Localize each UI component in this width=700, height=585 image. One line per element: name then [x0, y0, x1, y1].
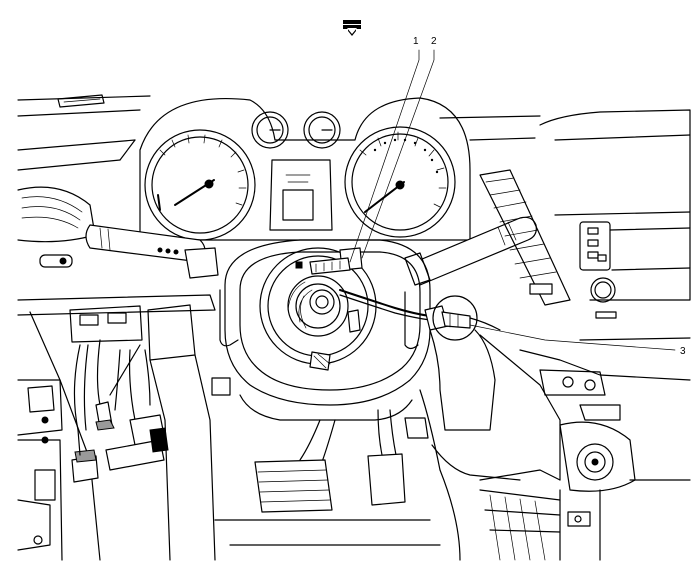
callout-leaders	[349, 49, 676, 351]
callout-3: 3	[680, 346, 686, 357]
callout-2: 2	[431, 36, 437, 47]
clock-spring	[259, 247, 377, 371]
steering-wheel-frame	[211, 239, 431, 421]
center-console	[479, 109, 691, 341]
dashboard-panel	[17, 94, 541, 171]
instrument-cluster	[139, 97, 471, 241]
callout-label-3: 3	[680, 346, 686, 357]
left-harness-wires	[71, 339, 169, 483]
callout-1: 1	[413, 36, 419, 47]
callout-label-1: 1	[413, 36, 419, 47]
left-air-vent	[17, 186, 96, 268]
steering-column-shroud	[404, 329, 691, 561]
wiring-harness	[339, 289, 501, 341]
pedals	[214, 389, 441, 546]
lower-left-panel	[17, 294, 216, 561]
left-stalk	[85, 224, 219, 279]
callout-label-2: 2	[431, 36, 437, 47]
view-direction-arrow-icon	[343, 20, 361, 36]
right-stalk	[404, 216, 537, 286]
